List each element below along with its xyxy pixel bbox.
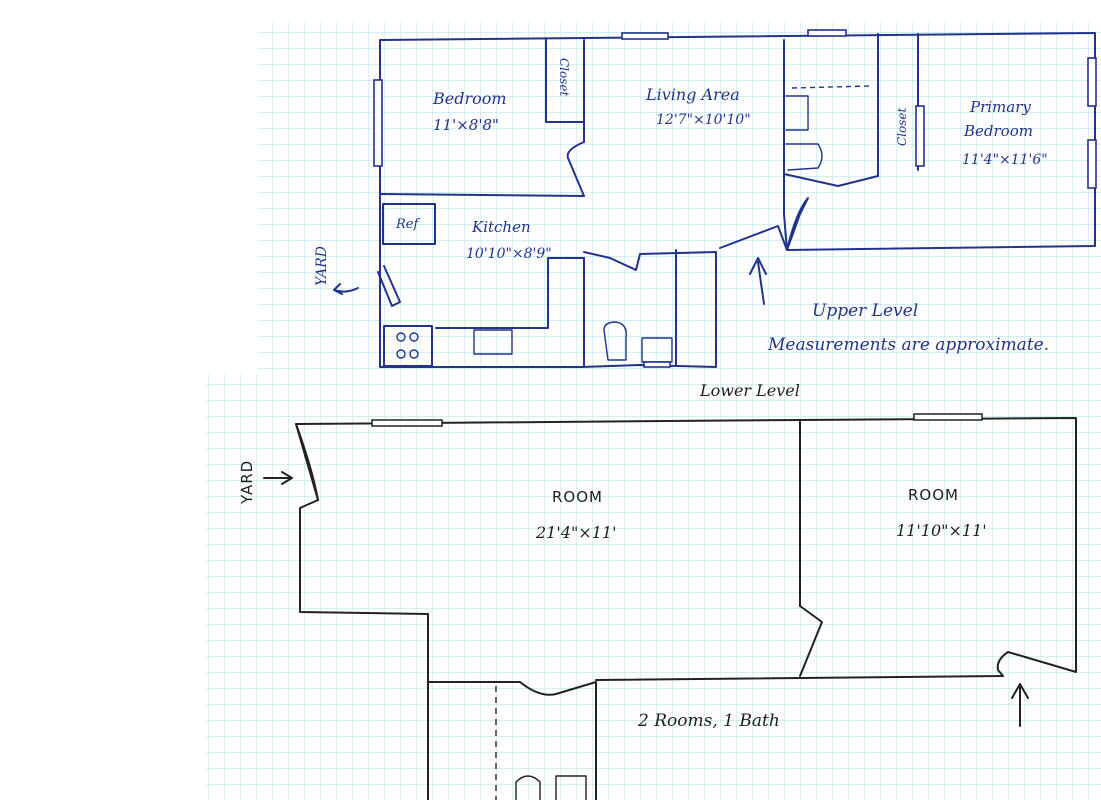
lower-level-label: Lower Level [699,381,800,400]
bedroom-closet-walls [545,39,585,143]
room-left-size: 21'4"×11' [535,523,616,542]
window-right-primary-1 [1087,57,1097,107]
lower-toilet [603,321,627,361]
lower-exterior-walls [295,417,1077,800]
measurements-note: Measurements are approximate. [767,335,1049,355]
lower-summary: 2 Rooms, 1 Bath [637,711,780,731]
primary-closet-label: Closet [895,107,909,146]
yard-door [377,265,401,307]
lower-yard-door [295,423,319,501]
stove-burners [396,332,419,359]
lower-entry-arrow [1011,683,1029,727]
upper-yard-arrow [333,283,359,295]
fridge-box [382,203,436,245]
bedroom-door [566,141,585,197]
bedroom-size: 11'×8'8" [433,116,499,134]
lower-level-plan [263,413,1077,800]
living-area-size: 12'7"×10'10" [656,112,751,128]
lower-entry-door [996,651,1009,677]
lower-level-sink [555,775,587,800]
upper-bath-dashed-line [791,85,871,89]
upper-yard-label: YARD [314,246,330,286]
upper-entry-arrow [749,257,767,305]
stove [383,325,433,367]
bedroom-closet-label: Closet [557,58,571,97]
primary-bedroom-size: 11'4"×11'6" [962,152,1048,168]
bedroom-name: Bedroom [432,89,507,108]
window-top-bath [807,29,847,37]
window-right-primary-2 [1087,139,1097,189]
kitchen-sink [473,329,513,355]
upper-windows [373,29,1097,368]
graph-paper [206,22,1101,800]
lower-yard-label: YARD [238,460,256,505]
lower-sheet [206,374,1101,800]
bedroom-kitchen-wall [379,193,585,197]
upper-level-labels: Bedroom 11'×8'8" Living Area 12'7"×10'10… [314,58,1049,355]
lower-window-right [913,413,983,421]
lower-window-left [371,419,443,427]
room-right-size: 11'10"×11' [896,521,987,540]
kitchen-name: Kitchen [471,218,531,236]
bath-walls [783,39,788,251]
ref-label: Ref [395,217,420,232]
lower-level-toilet [515,775,541,800]
upper-sheet [258,22,1101,374]
front-door [786,197,809,251]
window-lower-bath [643,361,671,368]
upper-level-plan [333,29,1097,368]
primary-bedroom-name-2: Bedroom [963,122,1033,140]
primary-bedroom-name-1: Primary [969,98,1031,116]
room-right-name: ROOM [908,486,959,504]
window-top-living [621,32,669,40]
upper-sink [785,95,809,131]
upper-toilet [785,143,823,171]
lower-yard-arrow [263,471,293,485]
room-divider-wall [799,419,823,677]
lower-sink [641,337,673,363]
lower-level-labels: Lower Level ROOM 21'4"×11' ROOM 11'10"×1… [238,381,987,731]
room-left-name: ROOM [552,488,603,506]
living-area-name: Living Area [645,85,740,104]
window-left-bedroom [373,79,383,167]
kitchen-size: 10'10"×8'9" [466,246,552,262]
upper-level-label: Upper Level [812,301,918,321]
lower-windows [371,413,983,427]
window-primary-inner [915,105,925,167]
front-door-swing [719,225,788,251]
